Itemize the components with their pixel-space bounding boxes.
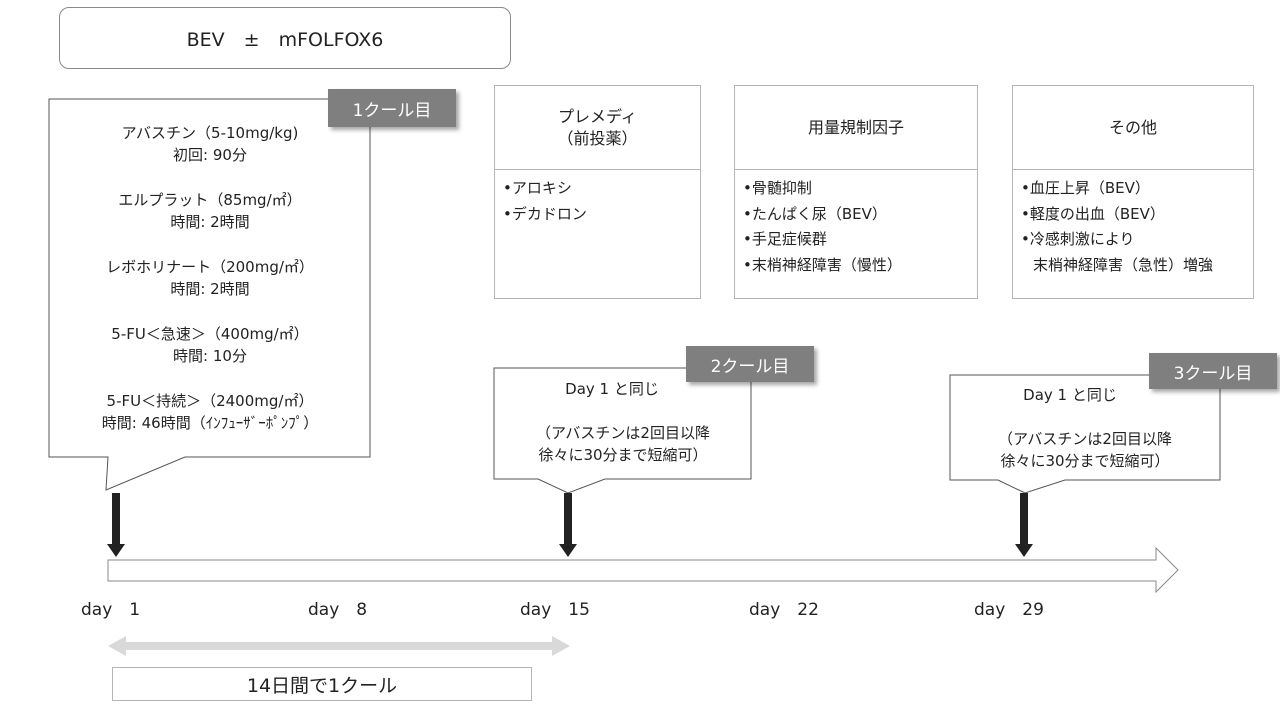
list-item-continuation: 末梢神経障害（急性）増強 (1033, 255, 1214, 274)
list-item: •末梢神経障害（慢性） (743, 255, 902, 274)
drug-detail: 時間: 2時間 (170, 280, 250, 298)
drug-5fu-bolus: 5-FU＜急速＞（400mg/㎡） 時間: 10分 (50, 323, 370, 367)
cycle2-same: Day 1 と同じ (565, 380, 659, 398)
cycle2-text: Day 1 と同じ （アバスチンは2回目以降 徐々に30分まで短縮可） (495, 378, 751, 466)
cycle3-same: Day 1 と同じ (1023, 386, 1117, 404)
day-label-29: day 29 (974, 600, 1044, 620)
dose-arrow-day15 (559, 493, 577, 557)
cycle3-tag: 3クール目 (1149, 353, 1277, 389)
drug-name: 5-FU＜急速＞（400mg/㎡） (111, 325, 309, 343)
list-item: •骨髄抑制 (743, 179, 812, 197)
drug-levofolinate: レボホリナート（200mg/㎡） 時間: 2時間 (50, 256, 370, 300)
list-item: •軽度の出血（BEV） (1021, 204, 1165, 223)
dose-limiting-box: 用量規制因子 •骨髄抑制 •たんぱく尿（BEV） •手足症候群 •末梢神経障害（… (734, 85, 978, 299)
list-item: •冷感刺激により (1021, 230, 1135, 248)
premedication-header-line2: （前投薬） (557, 128, 638, 148)
other-box: その他 •血圧上昇（BEV） •軽度の出血（BEV） •冷感刺激により 末梢神経… (1012, 85, 1254, 299)
day-label-8: day 8 (308, 600, 368, 620)
dose-arrow-day1 (107, 493, 125, 557)
premedication-header: プレメディ （前投薬） (495, 86, 700, 170)
list-item: •手足症候群 (743, 230, 827, 248)
cycle2-tag: 2クール目 (686, 346, 814, 382)
cycle-length-label: 14日間で1クール (112, 667, 532, 701)
day-label-22: day 22 (749, 600, 819, 620)
drug-name: 5-FU＜持続＞（2400mg/㎡） (106, 392, 314, 410)
other-header: その他 (1013, 86, 1253, 170)
cycle3-text: Day 1 と同じ （アバスチンは2回目以降 徐々に30分まで短縮可） (951, 384, 1219, 472)
dose-limiting-header: 用量規制因子 (735, 86, 977, 170)
drug-name: エルプラット（85mg/㎡） (118, 191, 302, 209)
cycle3-note-line1: （アバスチンは2回目以降 (998, 430, 1172, 448)
regimen-title: BEV ± mFOLFOX6 (59, 7, 511, 69)
drug-detail: 時間: 10分 (173, 347, 247, 365)
list-item: •血圧上昇（BEV） (1021, 179, 1150, 197)
list-item: •たんぱく尿（BEV） (743, 204, 887, 223)
premedication-header-line1: プレメディ (558, 106, 637, 126)
drug-detail: 時間: 46時間（ｲﾝﾌｭｰｻﾞｰﾎﾟﾝﾌﾟ） (101, 414, 319, 432)
dose-arrow-day29 (1015, 493, 1033, 557)
day-label-1: day 1 (81, 600, 141, 620)
drug-name: アバスチン（5-10mg/kg) (121, 124, 299, 142)
cycle1-tag: 1クール目 (328, 89, 456, 127)
premedication-box: プレメディ （前投薬） •アロキシ •デカドロン (494, 85, 701, 299)
cycle2-note-line1: （アバスチンは2回目以降 (536, 424, 710, 442)
drug-detail: 初回: 90分 (173, 146, 247, 164)
drug-bevacizumab: アバスチン（5-10mg/kg) 初回: 90分 (50, 122, 370, 166)
drug-oxaliplatin: エルプラット（85mg/㎡） 時間: 2時間 (50, 189, 370, 233)
day-label-15: day 15 (520, 600, 590, 620)
drug-detail: 時間: 2時間 (170, 213, 250, 231)
cycle2-note-line2: 徐々に30分まで短縮可） (538, 446, 708, 464)
list-item: •アロキシ (503, 179, 572, 197)
cycle3-note-line2: 徐々に30分まで短縮可） (1000, 452, 1170, 470)
drug-5fu-continuous: 5-FU＜持続＞（2400mg/㎡） 時間: 46時間（ｲﾝﾌｭｰｻﾞｰﾎﾟﾝﾌ… (50, 390, 370, 434)
drug-name: レボホリナート（200mg/㎡） (106, 258, 314, 276)
list-item: •デカドロン (503, 204, 587, 223)
cycle1-drug-list: アバスチン（5-10mg/kg) 初回: 90分 エルプラット（85mg/㎡） … (50, 122, 370, 457)
